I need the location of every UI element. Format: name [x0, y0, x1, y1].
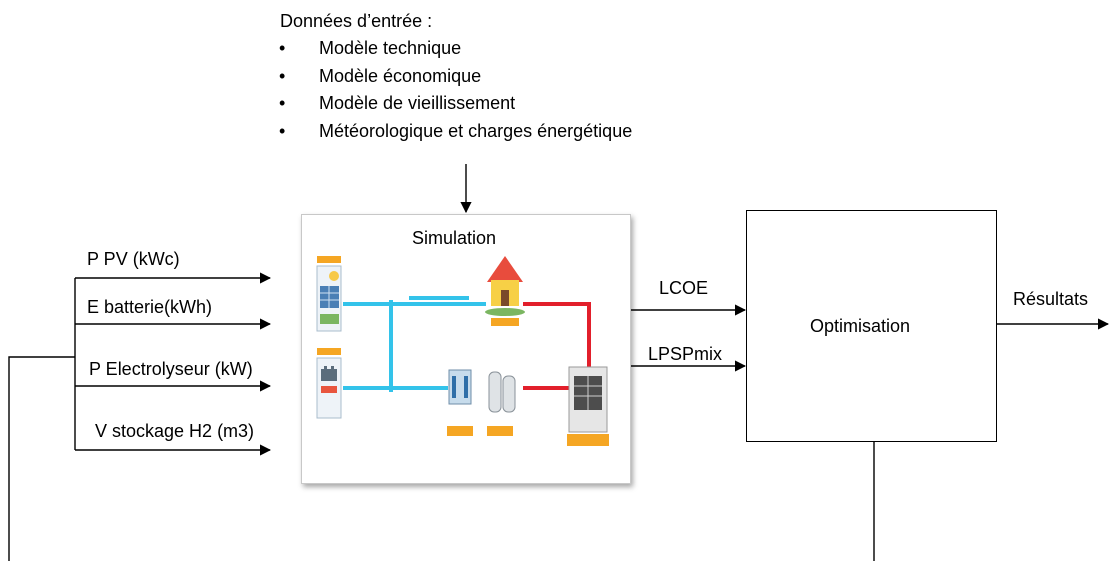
- input-item: •Modèle technique: [279, 38, 462, 58]
- h2-tank-icon: [487, 371, 516, 436]
- feedback-line-left: [8, 356, 75, 561]
- input-data-title: Données d’entrée :: [280, 11, 433, 31]
- label-lpspmix: LPSPmix: [648, 344, 723, 364]
- input-data-list: •Modèle technique •Modèle économique •Mo…: [276, 38, 632, 148]
- simulation-title: Simulation: [412, 228, 497, 248]
- input-item: •Modèle de vieillissement: [279, 93, 516, 113]
- label-electrolyser-power: P Electrolyseur (kW): [89, 359, 253, 379]
- label-results: Résultats: [1013, 289, 1089, 309]
- label-pv-power: P PV (kWc): [87, 249, 180, 269]
- simulation-box: Simulation: [301, 214, 631, 484]
- system-schematic: [316, 256, 609, 446]
- input-item: •Modèle économique: [279, 65, 482, 86]
- pv-panel-icon: [316, 256, 342, 332]
- optimisation-title: Optimisation: [810, 316, 911, 336]
- electric-bus-lines: [343, 296, 486, 392]
- house-load-icon: [485, 256, 525, 326]
- label-battery-energy: E batterie(kWh): [87, 297, 213, 317]
- hydrogen-lines: [523, 302, 591, 390]
- label-h2-storage-volume: V stockage H2 (m3): [95, 421, 255, 441]
- input-item: •Météorologique et charges énergétique: [279, 120, 633, 141]
- label-lcoe: LCOE: [659, 278, 709, 298]
- electrolyser-icon: [447, 369, 473, 436]
- fuel-cell-icon: [567, 366, 609, 446]
- battery-icon: [316, 348, 342, 419]
- optimisation-box: Optimisation: [746, 210, 997, 442]
